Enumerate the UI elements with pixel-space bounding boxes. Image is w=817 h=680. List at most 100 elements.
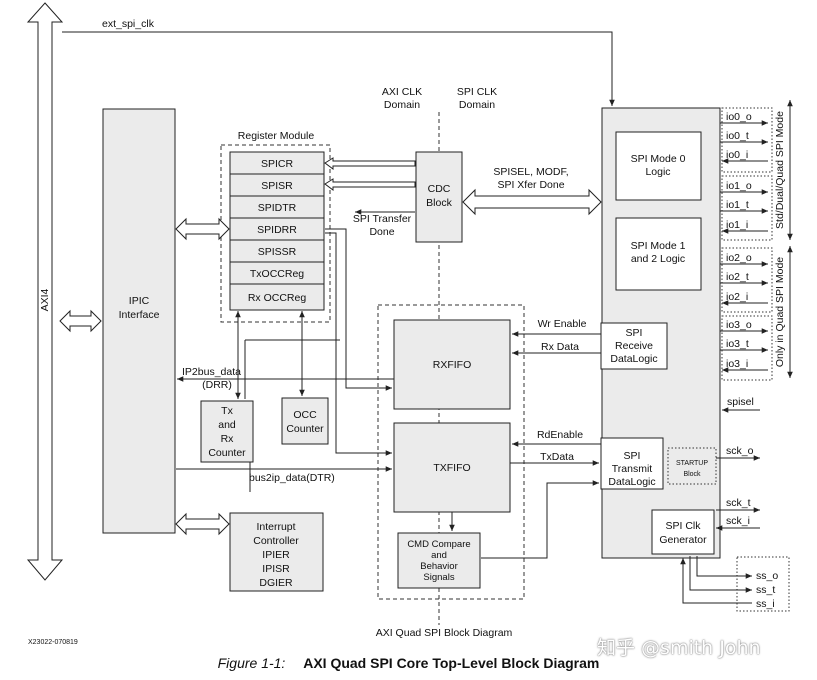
spi-mode0-logic-label: Logic (645, 166, 670, 178)
spi-clk-gen-block (651, 509, 715, 555)
spisel-modf-label: SPISEL, MODF, (493, 166, 568, 178)
spi-mode12-block (615, 217, 702, 291)
io1-group (721, 175, 773, 241)
cmd-transmit-line (481, 480, 599, 559)
tx-rx-counter-block (200, 400, 254, 463)
io1-o-label: io1_o (726, 180, 752, 192)
only-quad-label: Only in Quad SPI Mode (774, 257, 786, 367)
fifo-outline (377, 304, 525, 600)
io3-o-label: io3_o (726, 319, 752, 331)
reg-spissr: SPISSR (258, 246, 297, 258)
tx-data-label: TxData (540, 451, 574, 463)
spi-transmit-block (600, 437, 664, 490)
cmd-compare-block (397, 532, 481, 589)
ss-t-line (689, 556, 752, 593)
io2-o-label: io2_o (726, 252, 752, 264)
reg-spidrr: SPIDRR (257, 224, 297, 236)
axi4-bus: AXI4 (26, 2, 64, 581)
rx-data-label: Rx Data (541, 341, 579, 353)
spi-receive-block (600, 322, 668, 370)
spi-mode0-block (615, 131, 702, 201)
drr-label: (DRR) (202, 379, 232, 391)
ipier-label: IPIER (262, 549, 290, 561)
watermark: 知乎 @smith John (597, 637, 761, 659)
rx-label: Rx (221, 433, 235, 445)
rxfifo-spidrr-line (325, 228, 392, 391)
cmd-behavior-label: Behavior (420, 561, 458, 572)
register-module-label: Register Module (238, 130, 315, 142)
figure-caption: Figure 1-1: AXI Quad SPI Core Top-Level … (0, 655, 817, 671)
tx-label: Tx (221, 405, 233, 417)
dgier-label: DGIER (259, 577, 293, 589)
transmit-datalogic-label: DataLogic (608, 476, 655, 488)
reg-rxoccreg: Rx OCCReg (248, 292, 307, 304)
cdc-spi-arrow (462, 188, 602, 216)
cmd-and-label: and (431, 550, 447, 561)
io3-group (721, 315, 773, 381)
io0-t-label: io0_t (726, 130, 749, 142)
transmit-label: Transmit (612, 463, 653, 475)
receive-datalogic-label: DataLogic (610, 353, 657, 365)
axi-clk-label: AXI CLK (382, 86, 422, 98)
ss-i-line (680, 558, 752, 604)
reg-txoccreg: TxOCCReg (250, 268, 304, 280)
interface-label: Interface (119, 309, 160, 321)
cdc-label: CDC (428, 183, 451, 195)
generator-label: Generator (659, 534, 707, 546)
io-signal-lines (720, 120, 768, 373)
cdc-spicr-arrow (324, 157, 416, 170)
ss-o-label: ss_o (756, 570, 778, 582)
ipic-interrupt-arrow (175, 512, 230, 536)
occ-counter-block (281, 397, 329, 445)
spi-domain-label: Domain (459, 99, 495, 111)
reg-spidtr: SPIDTR (258, 202, 297, 214)
reg-spicr: SPICR (261, 158, 294, 170)
spi-transmit-label: SPI (624, 450, 641, 462)
ipic-label: IPIC (129, 295, 150, 307)
spidtr-txfifo-line (325, 232, 392, 456)
rd-enable-label: RdEnable (537, 429, 583, 441)
axi4-label: AXI4 (39, 288, 51, 311)
axi-ipic-arrow (59, 309, 102, 333)
interrupt-controller-block (229, 512, 324, 592)
ss-o-line (696, 556, 752, 579)
axi-domain-label: Domain (384, 99, 420, 111)
io2-t-label: io2_t (726, 271, 749, 283)
startup-label: STARTUP (676, 460, 708, 467)
ip2bus-label: IP2bus_data (182, 366, 241, 378)
cdc-block (415, 151, 463, 243)
spi-clk-label: SPI CLK (457, 86, 497, 98)
figure-title: AXI Quad SPI Core Top-Level Block Diagra… (303, 655, 600, 671)
cmd-signals-label: Signals (423, 572, 454, 583)
cmd-compare-label: CMD Compare (407, 539, 470, 550)
document-id: X23022-070819 (28, 639, 78, 646)
ext-spi-clk-line (62, 31, 615, 106)
counter-label: Counter (208, 447, 246, 459)
rxfifo-label: RXFIFO (433, 359, 472, 371)
txfifo-block (393, 422, 511, 513)
ss-i-label: ss_i (756, 598, 775, 610)
ss-t-label: ss_t (756, 584, 775, 596)
axi-quad-spi-label: AXI Quad SPI Block Diagram (376, 627, 513, 639)
ss-outline (736, 556, 790, 612)
spi-mode0-label: SPI Mode 0 (631, 153, 686, 165)
io3-i-label: io3_i (726, 358, 748, 370)
sck-i-label: sck_i (726, 515, 750, 527)
ipisr-label: IPISR (262, 563, 290, 575)
spi-transfer-done-label: Done (369, 226, 394, 238)
spisel-label: spisel (727, 396, 754, 408)
startup-block-label: Block (683, 471, 701, 478)
cdc-spisr-arrow (324, 178, 416, 191)
io0-o-label: io0_o (726, 111, 752, 123)
xfer-done-label: SPI Xfer Done (497, 179, 564, 191)
io2-group (721, 247, 773, 313)
io1-t-label: io1_t (726, 199, 749, 211)
spi-transfer-label: SPI Transfer (353, 213, 412, 225)
rxfifo-block (393, 319, 511, 410)
ipic-interface-block (102, 108, 176, 534)
spi-clk-label: SPI Clk (665, 520, 701, 532)
ext-spi-clk-label: ext_spi_clk (102, 18, 155, 30)
figure-number: Figure 1-1: (217, 655, 286, 671)
wr-enable-label: Wr Enable (538, 318, 587, 330)
